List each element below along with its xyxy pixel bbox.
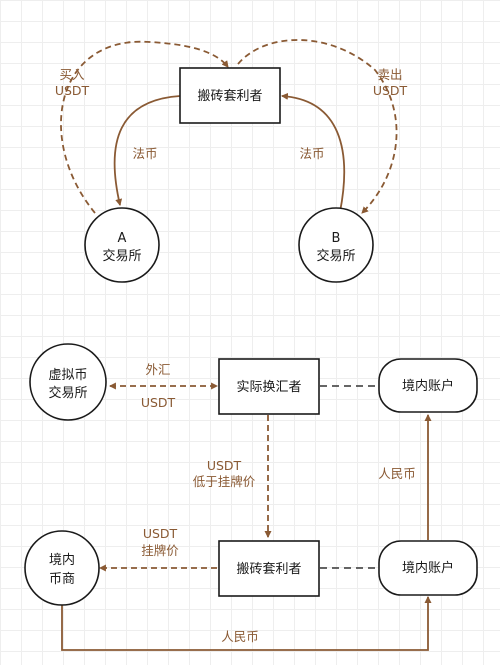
fx-buyer-node: 实际换汇者 [218,358,320,415]
usdt-label: USDT [141,395,176,410]
bottom-arbitrageur-label: 搬砖套利者 [236,561,301,577]
usdt-below-price-line1: USDT [207,458,242,473]
domestic-account-bottom-label: 境内账户 [402,560,454,576]
virtual-exchange-line2: 交易所 [48,385,87,401]
domestic-account-top-label: 境内账户 [402,378,454,394]
buy-usdt-label-line1: 买入 [59,67,85,82]
rmb-right-label: 人民币 [378,466,416,481]
virtual-exchange-line1: 虚拟币 [48,368,87,383]
rmb-bottom-arrow [61,595,432,651]
fx-buyer-label: 实际换汇者 [236,380,301,395]
exchange-b-node: B 交易所 [298,207,374,283]
virtual-exchange-node: 虚拟币 交易所 [29,343,107,421]
rmb-bottom-label: 人民币 [221,629,259,644]
exchange-b-label: 交易所 [316,248,355,264]
fiat-left-label: 法币 [132,146,157,161]
otc-merchant-line1: 境内 [49,552,75,568]
top-arbitrageur-node: 搬砖套利者 [179,67,281,124]
otc-merchant-node: 境内 币商 [24,530,100,606]
fiat-right-label: 法币 [299,146,324,161]
sell-usdt-label-line2: USDT [373,83,408,98]
domestic-account-top-node: 境内账户 [378,358,478,413]
buy-usdt-label-line2: USDT [55,83,90,98]
fiat-from-b-arrow [280,92,346,213]
top-arbitrageur-label: 搬砖套利者 [197,88,262,104]
exchange-a-letter: A [118,231,127,246]
domestic-account-bottom-node: 境内账户 [378,540,478,596]
sell-usdt-arrow [237,39,398,214]
otc-merchant-line2: 币商 [49,572,75,587]
buy-usdt-arrow [60,40,229,214]
sell-usdt-label-line1: 卖出 [377,67,402,82]
usdt-listed-price-line2: 挂牌价 [141,543,179,558]
bottom-arbitrageur-node: 搬砖套利者 [218,540,320,597]
usdt-below-price-line2: 低于挂牌价 [193,474,256,489]
fiat-to-a-arrow [113,95,181,207]
exchange-a-label: 交易所 [102,248,141,264]
usdt-listed-price-line1: USDT [143,526,178,541]
exchange-a-node: A 交易所 [84,207,160,283]
exchange-b-letter: B [332,231,341,246]
forex-label: 外汇 [145,362,170,377]
